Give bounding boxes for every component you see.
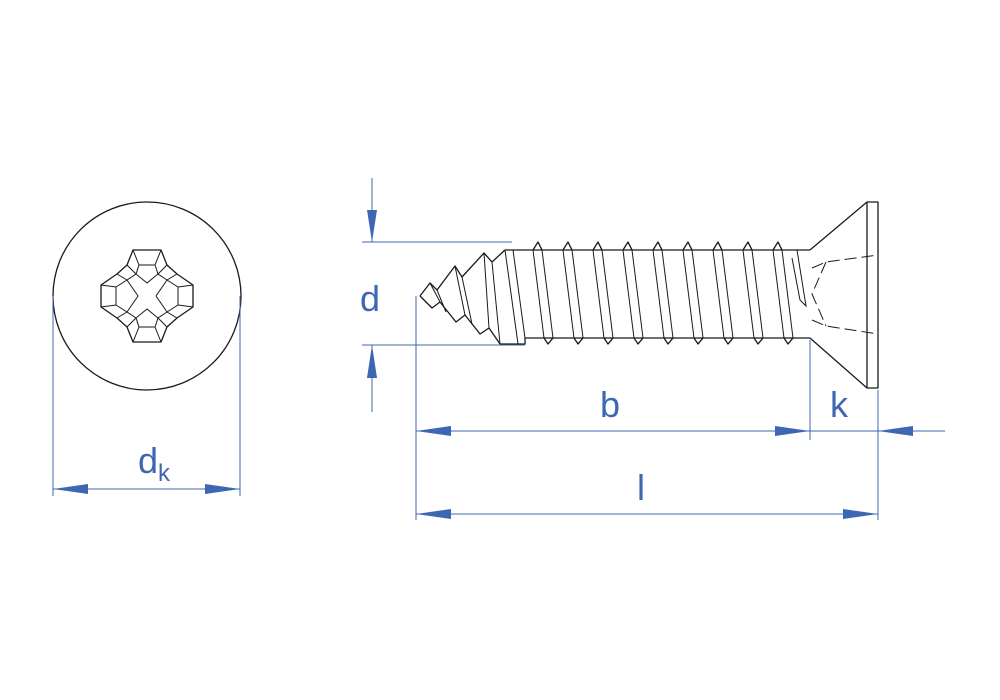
head-top-view: dk — [52, 201, 242, 496]
thread-length-label: b — [600, 384, 620, 425]
thread-helix-lines — [429, 241, 807, 345]
phillips-recess-icon — [100, 249, 194, 343]
head-diameter-label: dk — [138, 440, 171, 487]
head-height-label: k — [830, 384, 849, 425]
thread-diameter-dimension: d — [360, 178, 525, 412]
head-diameter-dimension: dk — [52, 296, 241, 496]
head-outline-circle — [52, 201, 242, 391]
thread-diameter-label: d — [360, 278, 380, 319]
total-length-label: l — [637, 467, 645, 508]
countersunk-head — [809, 201, 879, 389]
threaded-shank — [419, 241, 810, 345]
screw-side-view: d b k l — [360, 178, 945, 520]
length-dimensions: b k l — [415, 296, 945, 520]
